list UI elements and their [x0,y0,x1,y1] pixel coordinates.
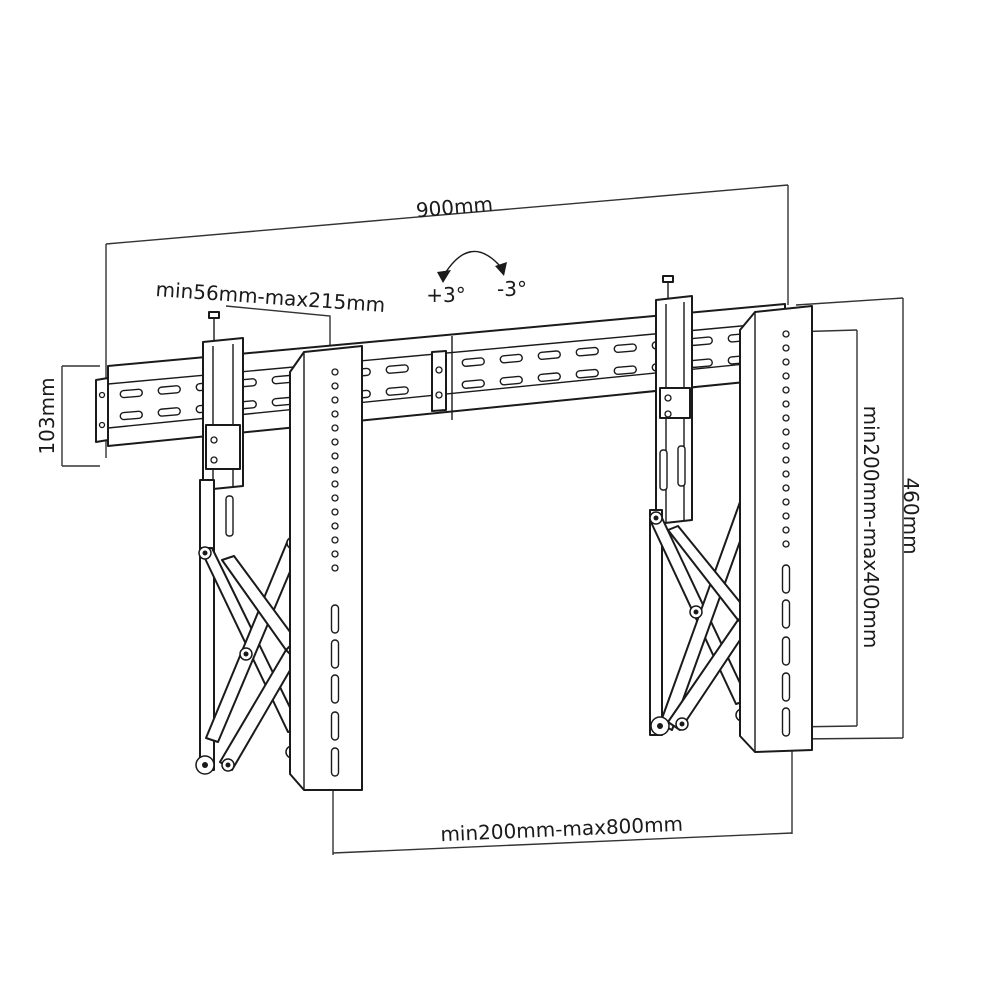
plate-hole [782,442,790,450]
plate-hole [782,470,790,478]
rail-slot [385,364,409,374]
plate-hole [782,526,790,534]
plate-hole [782,512,790,520]
overall-width-label: 900mm [415,192,494,223]
plate-slot [330,639,340,669]
width-dimension-line [105,184,789,245]
plate-hole [331,396,339,404]
rail-slot [461,357,485,367]
vertical-hole-spacing-label: min200mm-max400mm [859,406,883,649]
rail-height-label: 103mm [35,377,59,454]
plate-slot [330,711,340,741]
plate-hole [331,424,339,432]
plate-hole [331,550,339,558]
plate-hole [782,498,790,506]
plate-slot [781,672,791,702]
tilt-minus-label: -3° [497,277,527,301]
plate-hole [782,386,790,394]
rail-joint [431,350,447,412]
plate-hole [782,540,790,548]
plate-slot [781,636,791,666]
plate-hole [331,494,339,502]
rail-slot [499,353,523,364]
plate-hole [331,466,339,474]
horizontal-spacing-label: min200mm-max800mm [440,812,684,847]
bracket-depth-label: min56mm-max215mm [155,277,386,317]
plate-slot [781,599,791,629]
rail-slot [499,375,523,386]
plate-hole [782,400,790,408]
plate-slot [330,604,340,634]
plate-hole [782,330,790,338]
rail-slot [537,350,561,361]
plate-slot [781,564,791,594]
left-display-plate [289,345,363,791]
plate-slot [330,747,340,777]
rail-slot [119,388,143,399]
plate-hole [782,358,790,366]
left-plate-holes [330,368,340,777]
right-arm-assembly [649,275,813,753]
plate-hole [331,480,339,488]
height-extension-bottom [795,737,904,740]
left-arm-assembly [195,311,363,791]
plate-hole [331,368,339,376]
plate-hole [782,484,790,492]
plate-hole [331,508,339,516]
plate-hole [331,536,339,544]
rail-slot [157,407,181,417]
rail-slot [575,346,599,357]
plate-hole [331,452,339,460]
plate-slot [781,707,791,737]
rail-slot [537,372,561,383]
rail-slot [575,368,599,379]
right-display-plate [739,305,813,753]
rail-slot [613,343,637,354]
rail-slot [613,365,637,376]
rail-slot [689,358,713,369]
plate-hole [782,414,790,422]
tilt-arrow-icon [437,250,507,283]
right-plate-holes [781,330,791,737]
rail-slot [385,386,409,396]
plate-hole [782,344,790,352]
depth-dimension-line [225,305,331,352]
plate-hole [331,410,339,418]
plate-hole [331,382,339,390]
plate-slot [330,674,340,704]
rail-slot [157,385,181,395]
plate-hole [782,456,790,464]
tilt-plus-label: +3° [426,283,465,307]
horizontal-spacing-dimension-line [332,832,793,854]
plate-hole [331,522,339,530]
bracket-height-label: 460mm [899,477,923,554]
left-lock-plate [205,424,241,470]
plate-hole [782,428,790,436]
height-extension-top [795,297,904,306]
rail-slot [689,336,713,347]
rail-slot [461,379,485,389]
rail-endcap-left [95,377,109,443]
plate-hole [331,438,339,446]
plate-hole [782,372,790,380]
rail-slot [119,410,143,421]
plate-hole [331,564,339,572]
